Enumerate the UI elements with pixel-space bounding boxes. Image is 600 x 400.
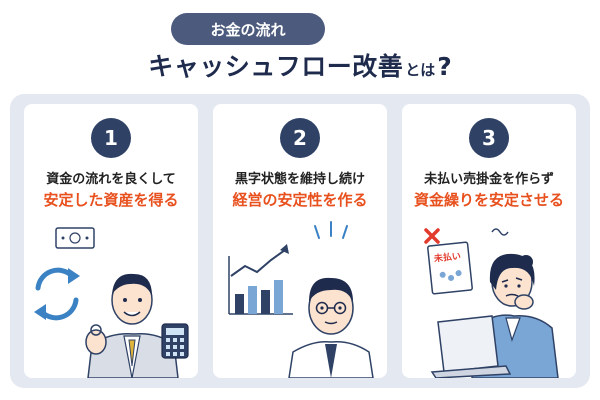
unpaid-label: 未払い: [432, 250, 461, 265]
card-number: 1: [91, 118, 131, 158]
section-tag: お金の流れ: [171, 13, 325, 45]
banknote-icon: [55, 227, 95, 249]
worried-worker-illustration: 未払い: [424, 228, 559, 378]
card-2: 2 黒字状態を維持し続け 経営の安定性を作る: [213, 104, 387, 378]
card-line1: 未払い売掛金を作らず: [424, 172, 554, 187]
card-line2: 安定した資産を得る: [43, 191, 179, 209]
title-suffix: とは: [405, 61, 436, 79]
card-line1: 黒字状態を維持し続け: [234, 172, 365, 187]
laptop-icon: [430, 315, 512, 378]
unpaid-document-icon: 未払い: [427, 241, 473, 295]
calculator-icon: [161, 323, 189, 359]
emphasis-lines-icon: [314, 221, 348, 239]
title-main: キャッシュフロー改善: [148, 52, 404, 81]
card-1: 1 資金の流れを良くして 安定した資産を得る: [24, 104, 198, 378]
bar-chart-icon: [228, 244, 293, 315]
card-3: 3 未払い売掛金を作らず 資金繰りを安定させる 未払い: [402, 104, 576, 378]
card-number: 3: [469, 118, 509, 158]
card-line2: 資金繰りを安定させる: [413, 191, 564, 209]
growth-chart-illustration: [228, 221, 374, 378]
worry-squiggle-icon: [491, 228, 509, 236]
page-title: キャッシュフロー改善 とは ?: [0, 47, 600, 87]
card-line2: 経営の安定性を作る: [232, 191, 368, 209]
card-number: 2: [280, 118, 320, 158]
card-line1: 資金の流れを良くして: [46, 172, 176, 187]
cross-mark-icon: [424, 228, 440, 244]
cycle-arrows-icon: [34, 267, 80, 321]
title-question-mark: ?: [437, 52, 452, 81]
ok-hand-icon: [85, 324, 107, 355]
businessman-money-illustration: [34, 227, 189, 378]
